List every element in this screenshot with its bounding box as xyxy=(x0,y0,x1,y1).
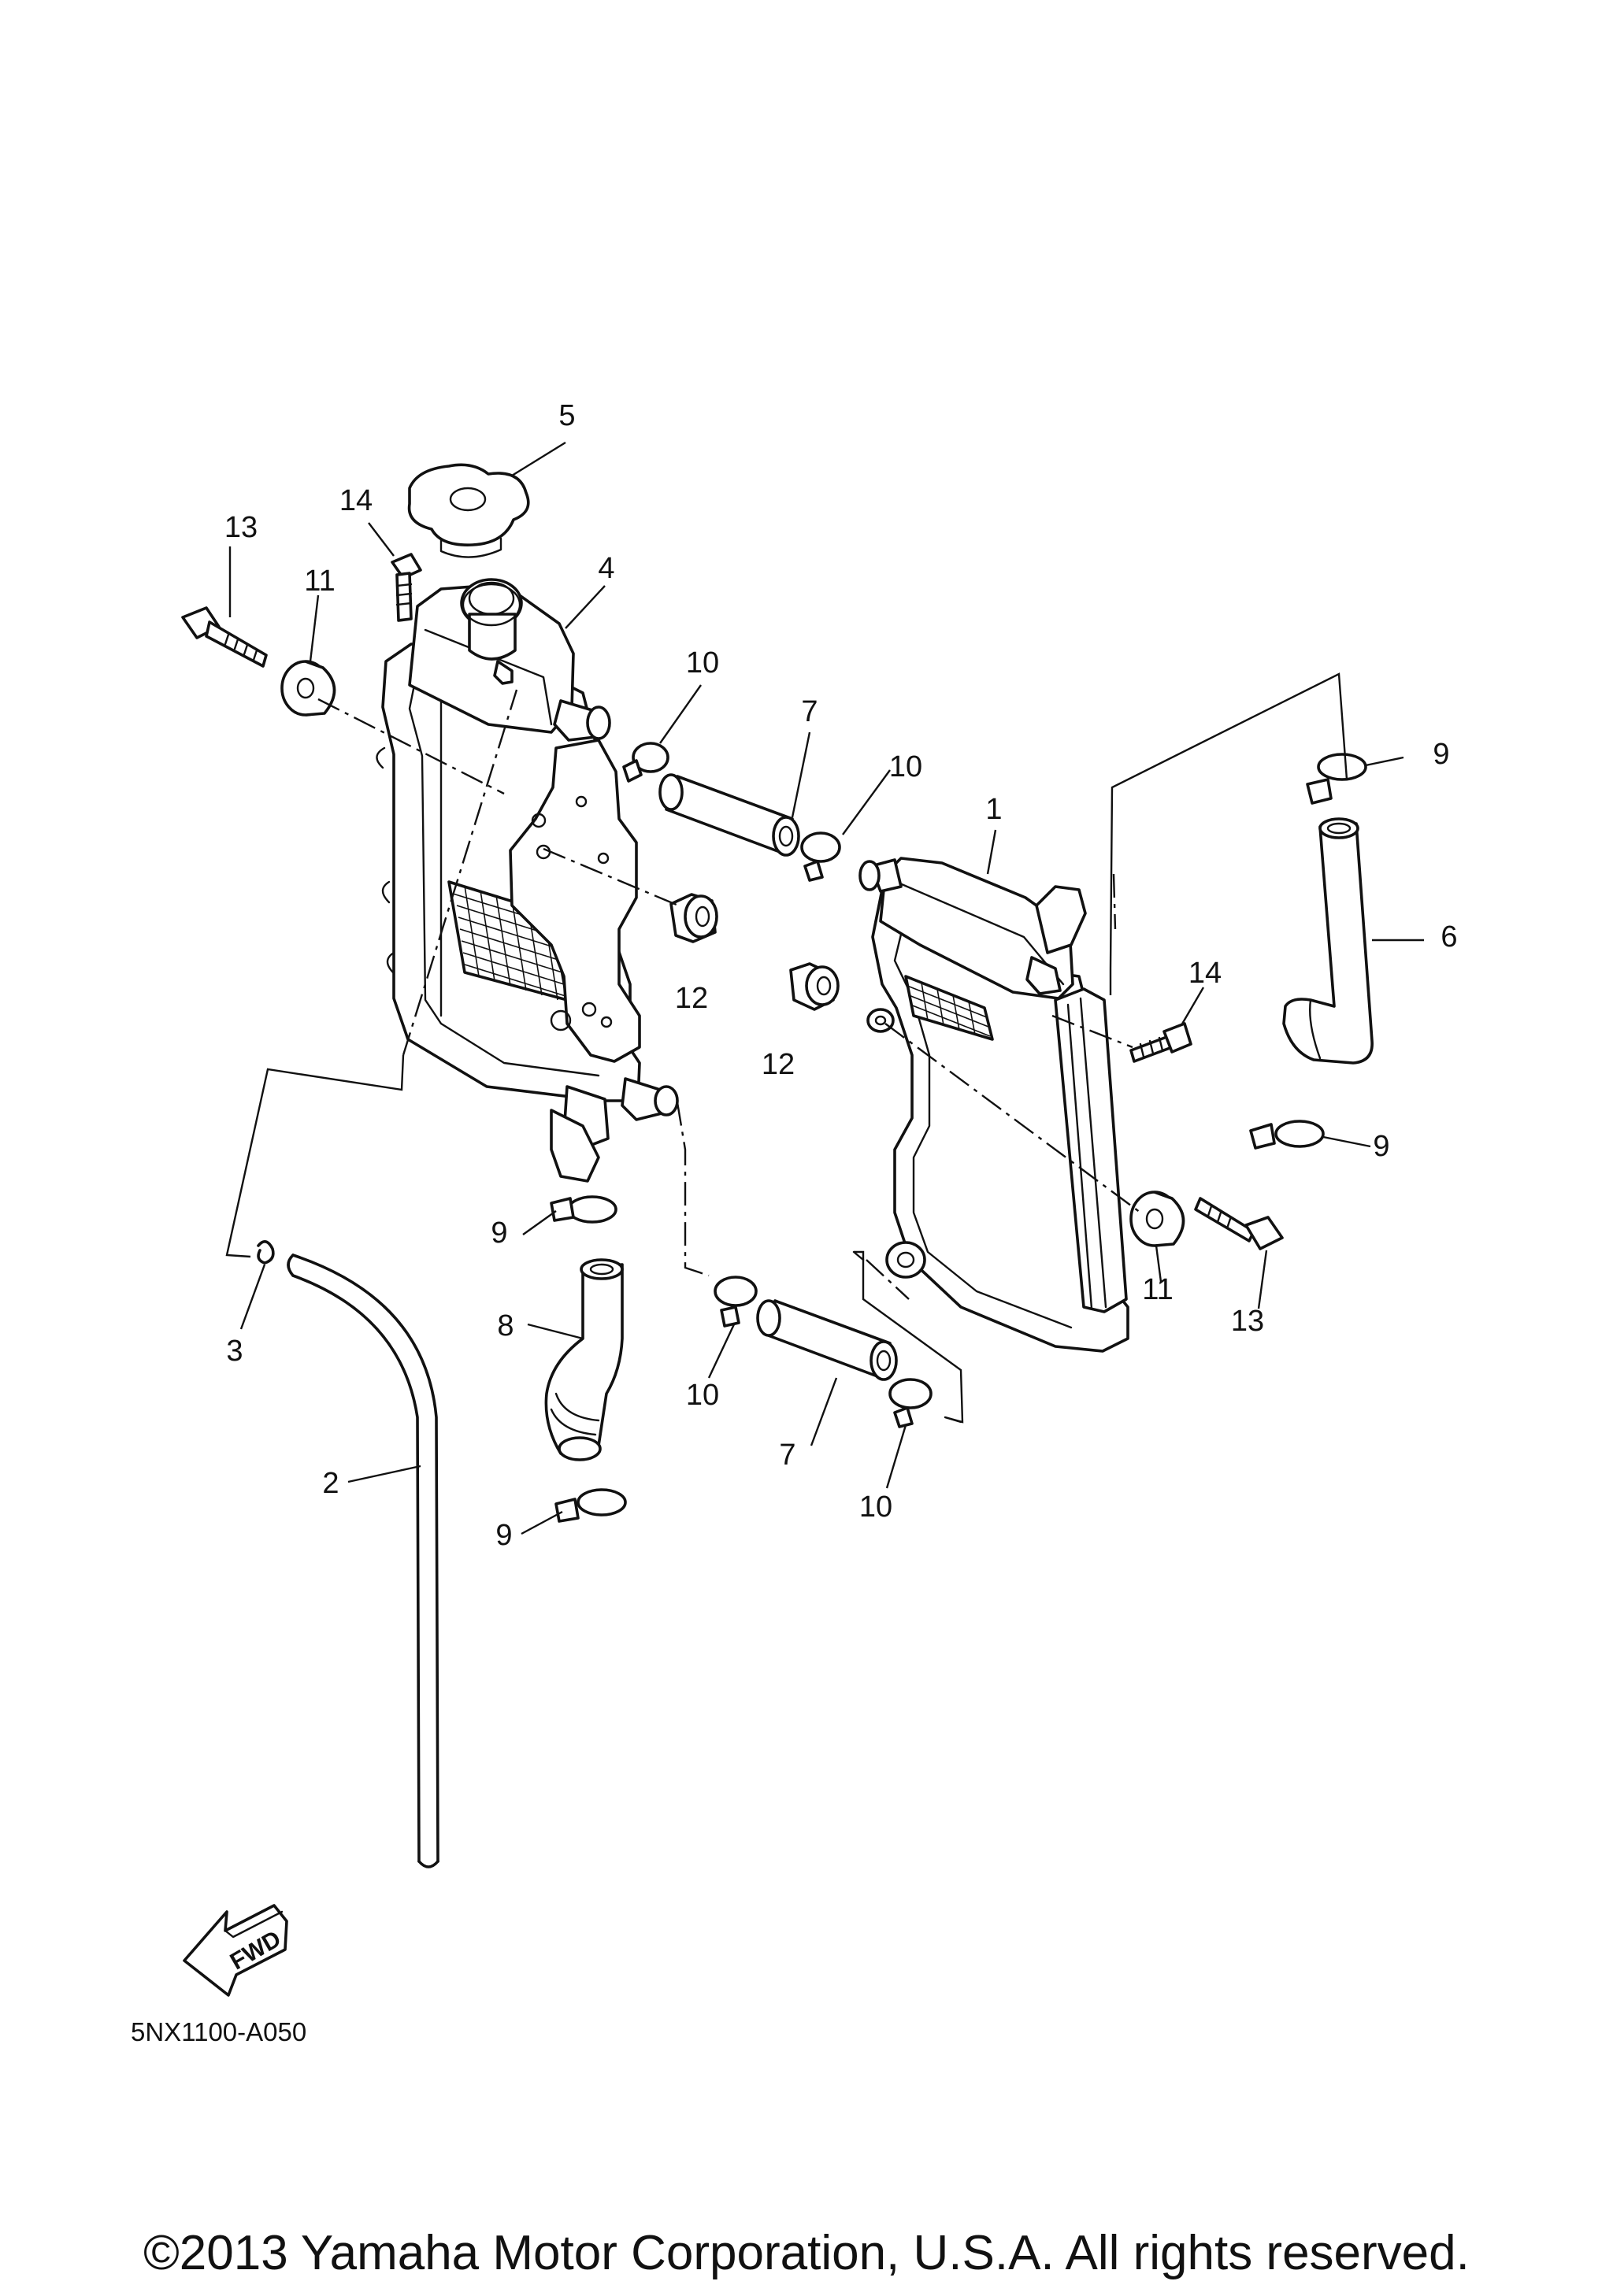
hose-8 xyxy=(544,1258,624,1461)
hose-7-lower xyxy=(756,1299,898,1381)
overflow-tube-2 xyxy=(287,1254,439,1868)
clip-3 xyxy=(257,1240,275,1265)
clamp-10c xyxy=(714,1276,758,1328)
callout-14: 14 xyxy=(339,484,373,517)
radiator-cap xyxy=(407,463,530,558)
copyright-notice: ©2013 Yamaha Motor Corporation, U.S.A. A… xyxy=(143,2226,1470,2280)
callout-9: 9 xyxy=(491,1217,507,1250)
callout-13: 13 xyxy=(1231,1305,1264,1338)
callout-12: 12 xyxy=(675,982,708,1015)
hose-6 xyxy=(1282,817,1374,1065)
callout-3: 3 xyxy=(226,1335,243,1368)
callout-11: 11 xyxy=(1142,1273,1173,1306)
callout-7: 7 xyxy=(801,695,818,728)
clamp-9-top-right xyxy=(1306,753,1367,805)
grommet-11-right xyxy=(1129,1191,1185,1247)
bolt-13-left xyxy=(181,606,268,668)
callout-2: 2 xyxy=(322,1467,339,1500)
callout-labels: 5 14 13 11 4 10 7 10 9 1 6 12 12 14 9 9 … xyxy=(224,399,1458,1552)
diagram-code: 5NX1100-A050 xyxy=(131,2017,306,2046)
clamp-9-bottom-right xyxy=(1249,1120,1325,1150)
clamp-9-bottom-left xyxy=(554,1488,627,1523)
callout-13: 13 xyxy=(224,511,258,544)
callout-9: 9 xyxy=(495,1519,512,1552)
callout-7: 7 xyxy=(779,1439,795,1472)
callout-5: 5 xyxy=(558,399,575,432)
callout-6: 6 xyxy=(1441,920,1457,954)
grommet-11-left xyxy=(280,660,336,717)
bolt-13-right xyxy=(1194,1197,1284,1250)
bolt-14-left xyxy=(391,553,422,622)
clamp-10b xyxy=(800,831,841,882)
collar-12-left xyxy=(669,893,718,943)
hose-7-upper xyxy=(658,773,800,857)
callout-11: 11 xyxy=(304,565,335,598)
left-radiator xyxy=(376,578,679,1183)
clamp-10a xyxy=(622,742,669,783)
bolt-14-right xyxy=(1129,1022,1192,1063)
fwd-arrow-icon: FWD xyxy=(183,1904,288,1997)
clamp-10d xyxy=(888,1378,933,1428)
callout-10: 10 xyxy=(686,646,719,680)
callout-1: 1 xyxy=(985,793,1002,826)
callout-8: 8 xyxy=(497,1309,514,1342)
callout-10: 10 xyxy=(686,1379,719,1412)
collar-12-right xyxy=(789,962,840,1011)
callout-4: 4 xyxy=(598,552,614,585)
right-radiator xyxy=(858,857,1129,1353)
clamp-9-middle-left xyxy=(550,1195,617,1224)
callout-14: 14 xyxy=(1188,957,1222,990)
assembly-lines xyxy=(225,672,1348,1424)
callout-10: 10 xyxy=(859,1491,892,1524)
callout-10: 10 xyxy=(889,750,922,783)
callout-9: 9 xyxy=(1433,738,1449,771)
callout-12: 12 xyxy=(762,1048,795,1081)
callout-9: 9 xyxy=(1373,1130,1389,1163)
leader-lines xyxy=(228,441,1424,1535)
